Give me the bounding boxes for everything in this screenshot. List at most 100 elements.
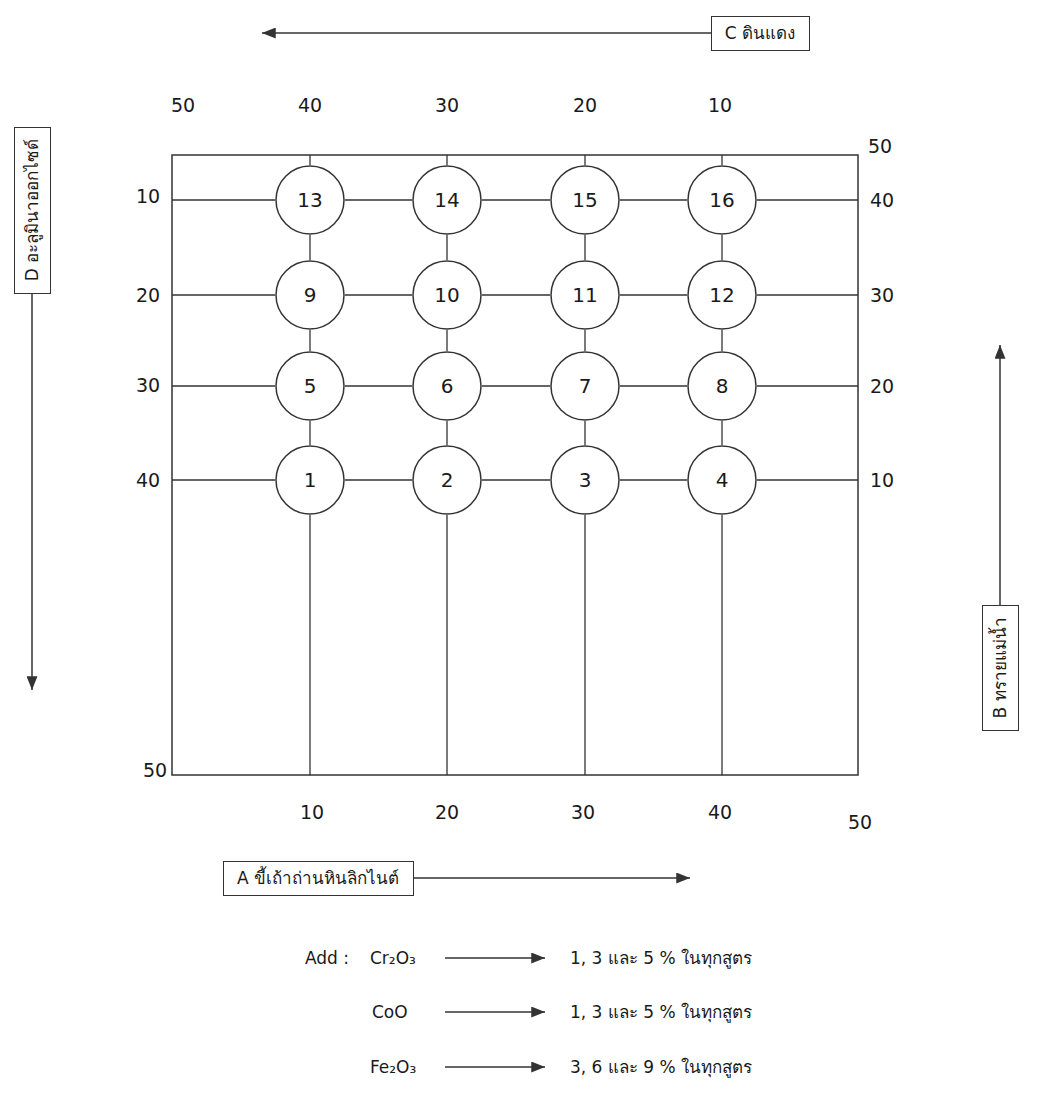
grid-link xyxy=(446,330,447,351)
grid-link xyxy=(584,330,585,351)
circle-shape xyxy=(551,352,619,420)
grid-link xyxy=(721,330,722,351)
material-box: C ดินแดง xyxy=(711,16,810,51)
mix-circle: 13 xyxy=(275,165,345,235)
grid-stubs xyxy=(172,155,858,775)
mix-number: 5 xyxy=(304,374,317,398)
grid-link xyxy=(345,479,412,480)
axis-value: 20 xyxy=(573,94,597,117)
material-label: A ขี้เถ้าถ่านหินลิกไนต์ xyxy=(237,868,399,888)
mix-number: 12 xyxy=(709,283,734,307)
axis-value: 50 xyxy=(848,811,872,834)
circle-shape xyxy=(413,446,481,514)
material-box: B ทรายแม่น้ำ xyxy=(982,605,1019,731)
additive-note: CoO xyxy=(372,1002,408,1022)
mix-number: 13 xyxy=(297,188,322,212)
axis-value: 40 xyxy=(870,189,894,212)
mix-circle: 3 xyxy=(550,445,620,515)
additive-note: 3, 6 และ 9 % ในทุกสูตร xyxy=(570,1057,752,1077)
mix-circle: 4 xyxy=(687,445,757,515)
grid-link xyxy=(309,235,310,260)
mix-circle: 6 xyxy=(412,351,482,421)
grid-link xyxy=(584,235,585,260)
axis-value: 20 xyxy=(435,801,459,824)
circle-shape xyxy=(413,166,481,234)
circle-shape xyxy=(551,166,619,234)
mix-circle: 16 xyxy=(687,165,757,235)
mix-number: 2 xyxy=(441,468,454,492)
circle-shape xyxy=(276,261,344,329)
mix-number: 6 xyxy=(441,374,454,398)
circle-shape xyxy=(276,352,344,420)
mix-circle: 8 xyxy=(687,351,757,421)
additive-note: 1, 3 และ 5 % ในทุกสูตร xyxy=(570,948,752,968)
grid-link xyxy=(309,330,310,351)
circle-shape xyxy=(551,446,619,514)
mix-circle: 12 xyxy=(687,260,757,330)
outer-square xyxy=(172,155,858,775)
material-label: B ทรายแม่น้ำ xyxy=(990,617,1010,718)
axis-value: 50 xyxy=(868,135,892,158)
circle-shape xyxy=(276,166,344,234)
mix-number: 1 xyxy=(304,468,317,492)
material-label: C ดินแดง xyxy=(725,23,795,43)
axis-value: 20 xyxy=(870,375,894,398)
mix-number: 16 xyxy=(709,188,734,212)
circle-shape xyxy=(276,446,344,514)
axis-value: 20 xyxy=(136,284,160,307)
mix-circle: 1 xyxy=(275,445,345,515)
material-box: D อะลูมินาออกไซด์ xyxy=(14,127,51,294)
mix-circle: 14 xyxy=(412,165,482,235)
mix-circle: 2 xyxy=(412,445,482,515)
grid-link xyxy=(482,385,550,386)
circle-shape xyxy=(688,352,756,420)
circle-shape xyxy=(688,446,756,514)
grid-link xyxy=(482,294,550,295)
mix-number: 15 xyxy=(572,188,597,212)
mix-circle: 7 xyxy=(550,351,620,421)
grid-link xyxy=(620,479,687,480)
grid-link xyxy=(345,385,412,386)
grid-link xyxy=(721,235,722,260)
additive-note: Fe₂O₃ xyxy=(370,1057,416,1077)
axis-value: 40 xyxy=(298,94,322,117)
grid-link xyxy=(620,385,687,386)
axis-value: 30 xyxy=(870,284,894,307)
grid-link xyxy=(721,421,722,445)
mix-number: 9 xyxy=(304,283,317,307)
circle-shape xyxy=(413,352,481,420)
mix-circle: 15 xyxy=(550,165,620,235)
axis-value: 30 xyxy=(571,801,595,824)
mix-circle: 10 xyxy=(412,260,482,330)
axis-value: 10 xyxy=(708,94,732,117)
mix-number: 7 xyxy=(579,374,592,398)
grid-link xyxy=(309,421,310,445)
mix-number: 11 xyxy=(572,283,597,307)
direction-arrows xyxy=(32,33,1000,1067)
grid-link xyxy=(620,199,687,200)
circle-shape xyxy=(688,166,756,234)
additive-note: 1, 3 และ 5 % ในทุกสูตร xyxy=(570,1002,752,1022)
axis-value: 40 xyxy=(708,801,732,824)
grid-link xyxy=(482,199,550,200)
circle-shape xyxy=(551,261,619,329)
grid-link xyxy=(482,479,550,480)
grid-link xyxy=(620,294,687,295)
grid-link xyxy=(446,421,447,445)
additive-note: Add : xyxy=(305,948,349,968)
axis-value: 10 xyxy=(870,469,894,492)
additive-note: Cr₂O₃ xyxy=(370,948,416,968)
axis-value: 30 xyxy=(136,374,160,397)
axis-value: 50 xyxy=(143,759,167,782)
axis-value: 50 xyxy=(171,94,195,117)
mix-circle: 5 xyxy=(275,351,345,421)
grid-link xyxy=(584,421,585,445)
grid-link xyxy=(345,199,412,200)
grid-link xyxy=(345,294,412,295)
material-label: D อะลูมินาออกไซด์ xyxy=(22,139,42,282)
mix-number: 8 xyxy=(716,374,729,398)
circle-shape xyxy=(688,261,756,329)
